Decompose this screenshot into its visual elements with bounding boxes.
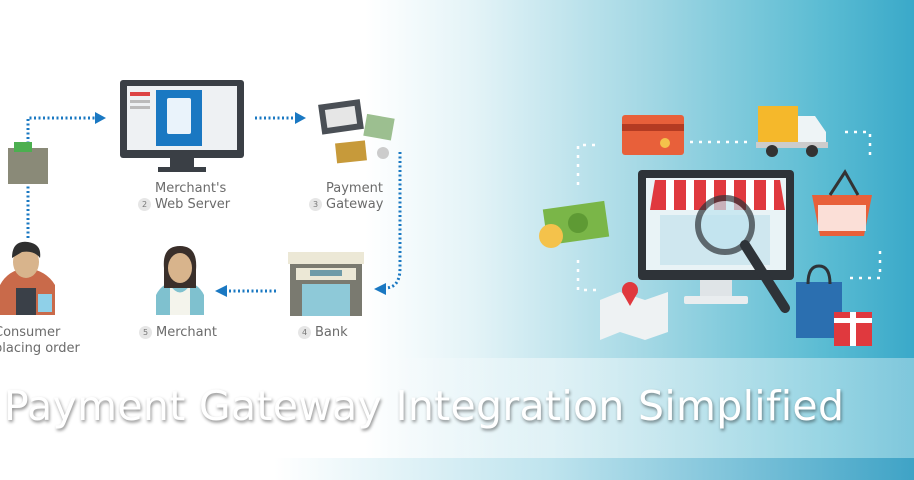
consumer-label: Consumer placing order [0, 325, 80, 356]
step-bank: 4 Bank [298, 325, 348, 341]
gift-box-icon [834, 312, 872, 346]
step-label: Merchant's Web Server [155, 181, 231, 212]
merchant-icon [156, 246, 204, 315]
step-label: Bank [315, 325, 348, 340]
step-label: Merchant [156, 325, 217, 340]
step-number: 3 [309, 198, 322, 211]
step-merchant-web-server: 2 Merchant's Web Server [138, 181, 250, 213]
arrow-gateway-to-bank [384, 152, 402, 290]
web-server-monitor-icon [120, 80, 244, 172]
dashed-connectors [576, 130, 882, 292]
step-number: 5 [139, 326, 152, 339]
banner-title: Payment Gateway Integration Simplified [4, 382, 845, 430]
wallet-icon [8, 142, 48, 184]
consumer-icon [0, 241, 55, 315]
flow-arrows [26, 116, 402, 293]
delivery-truck-icon [756, 106, 828, 157]
magnifying-glass-icon [695, 195, 790, 313]
payment-gateway-icon [318, 99, 395, 164]
step-label: Payment Gateway [326, 181, 384, 212]
cash-money-icon [539, 200, 610, 248]
map-pin-icon [600, 282, 668, 340]
step-merchant: 5 Merchant [139, 325, 217, 341]
bottom-strip [0, 458, 914, 480]
title-band [0, 358, 914, 458]
step-payment-gateway: 3 Payment Gateway [309, 181, 388, 213]
bank-icon [288, 252, 364, 316]
step-number: 4 [298, 326, 311, 339]
step-number: 2 [138, 198, 151, 211]
shopping-basket-icon [812, 169, 872, 236]
credit-card-icon [622, 115, 684, 155]
